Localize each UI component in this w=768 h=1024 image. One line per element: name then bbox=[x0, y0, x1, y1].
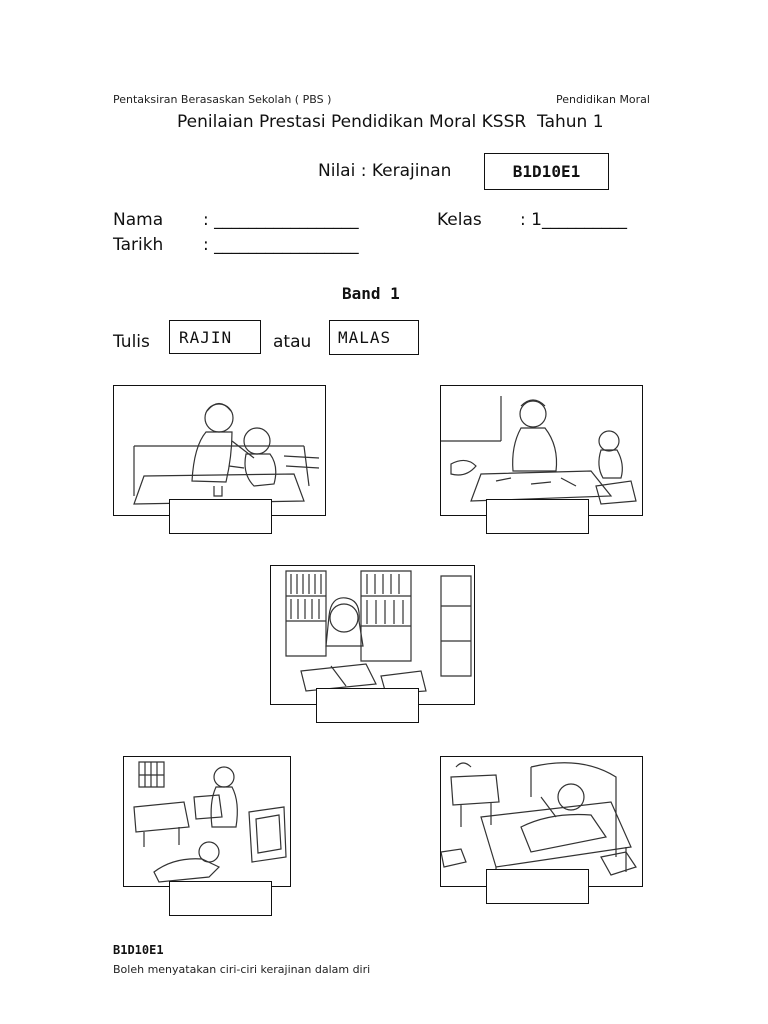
tulis-label: Tulis bbox=[113, 332, 150, 352]
mother-cleaning-table-illustration bbox=[441, 396, 637, 505]
picture-1-frame bbox=[113, 385, 326, 516]
answer-box-4[interactable] bbox=[169, 881, 272, 916]
page-title: Penilaian Prestasi Pendidikan Moral KSSR… bbox=[177, 112, 604, 132]
answer-box-3[interactable] bbox=[316, 688, 419, 723]
kelas-label: Kelas bbox=[437, 210, 482, 230]
code-box: B1D10E1 bbox=[484, 153, 609, 190]
option-rajin-text: RAJIN bbox=[179, 328, 233, 347]
option-malas-text: MALAS bbox=[338, 328, 392, 347]
picture-3-frame bbox=[270, 565, 475, 705]
footer-code: B1D10E1 bbox=[113, 943, 164, 957]
header-right: Pendidikan Moral bbox=[556, 93, 650, 106]
code-box-text: B1D10E1 bbox=[512, 162, 581, 181]
nama-label: Nama bbox=[113, 210, 164, 230]
band-heading: Band 1 bbox=[342, 284, 400, 303]
tarikh-field[interactable]: : _________________ bbox=[203, 235, 359, 255]
footer-description: Boleh menyatakan ciri-ciri kerajinan dal… bbox=[113, 963, 371, 976]
nama-field[interactable]: : _________________ bbox=[203, 210, 359, 230]
child-sleeping-in-messy-bedroom-illustration bbox=[441, 762, 637, 885]
option-rajin-box: RAJIN bbox=[169, 320, 261, 354]
atau-label: atau bbox=[273, 332, 312, 352]
answer-box-1[interactable] bbox=[169, 499, 272, 534]
kelas-field[interactable]: : 1__________ bbox=[520, 210, 627, 230]
header-left: Pentaksiran Berasaskan Sekolah ( PBS ) bbox=[113, 93, 332, 106]
girl-reading-in-library-illustration bbox=[285, 570, 472, 695]
boy-watching-tv-illustration bbox=[133, 761, 287, 883]
tarikh-label: Tarikh bbox=[113, 235, 164, 255]
picture-2-frame bbox=[440, 385, 643, 516]
answer-box-5[interactable] bbox=[486, 869, 589, 904]
picture-5-frame bbox=[440, 756, 643, 887]
nilai-label: Nilai : Kerajinan bbox=[318, 161, 452, 181]
option-malas-box: MALAS bbox=[329, 320, 419, 355]
mother-feeding-child-illustration bbox=[133, 402, 320, 505]
answer-box-2[interactable] bbox=[486, 499, 589, 534]
picture-4-frame bbox=[123, 756, 291, 887]
